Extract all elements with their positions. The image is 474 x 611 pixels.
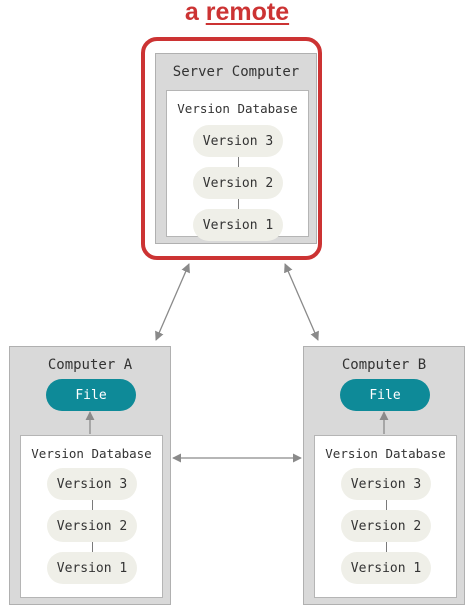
server-version-1: Version 1 <box>193 209 283 241</box>
computer-b-version-2: Version 2 <box>341 510 431 542</box>
computer-a-version-2: Version 2 <box>47 510 137 542</box>
remote-highlight-frame <box>141 37 322 260</box>
computer-a-title: Computer A <box>47 357 133 373</box>
computer-a-version-1: Version 1 <box>47 552 137 584</box>
computer-b-version-3: Version 3 <box>341 468 431 500</box>
diagram-title: a remote <box>0 0 474 34</box>
server-version-database: Version Database Version 3 Version 2 Ver… <box>166 90 309 241</box>
computer-b-file: File <box>340 379 430 411</box>
server-database-label: Version Database <box>177 101 298 116</box>
computer-a-file: File <box>46 379 136 411</box>
computer-b-title: Computer B <box>341 357 427 373</box>
computer-b-box: Computer B File Version Database Version… <box>303 346 465 605</box>
title-highlight: remote <box>205 0 290 26</box>
server-computer-box: Server Computer Version Database Version… <box>155 53 317 244</box>
server-version-3: Version 3 <box>193 125 283 157</box>
computer-a-version-database: Version Database Version 3 Version 2 Ver… <box>20 435 163 598</box>
computer-a-box: Computer A File Version Database Version… <box>9 346 171 605</box>
arrow-server-to-computer-a <box>155 263 190 341</box>
arrow-server-to-computer-b <box>284 263 319 341</box>
server-version-2: Version 2 <box>193 167 283 199</box>
computer-b-version-database: Version Database Version 3 Version 2 Ver… <box>314 435 457 598</box>
computer-a-database-label: Version Database <box>31 446 152 461</box>
server-computer-title: Server Computer <box>172 64 300 80</box>
computer-a-version-3: Version 3 <box>47 468 137 500</box>
computer-b-version-1: Version 1 <box>341 552 431 584</box>
title-prefix: a <box>184 0 199 26</box>
computer-b-database-label: Version Database <box>325 446 446 461</box>
